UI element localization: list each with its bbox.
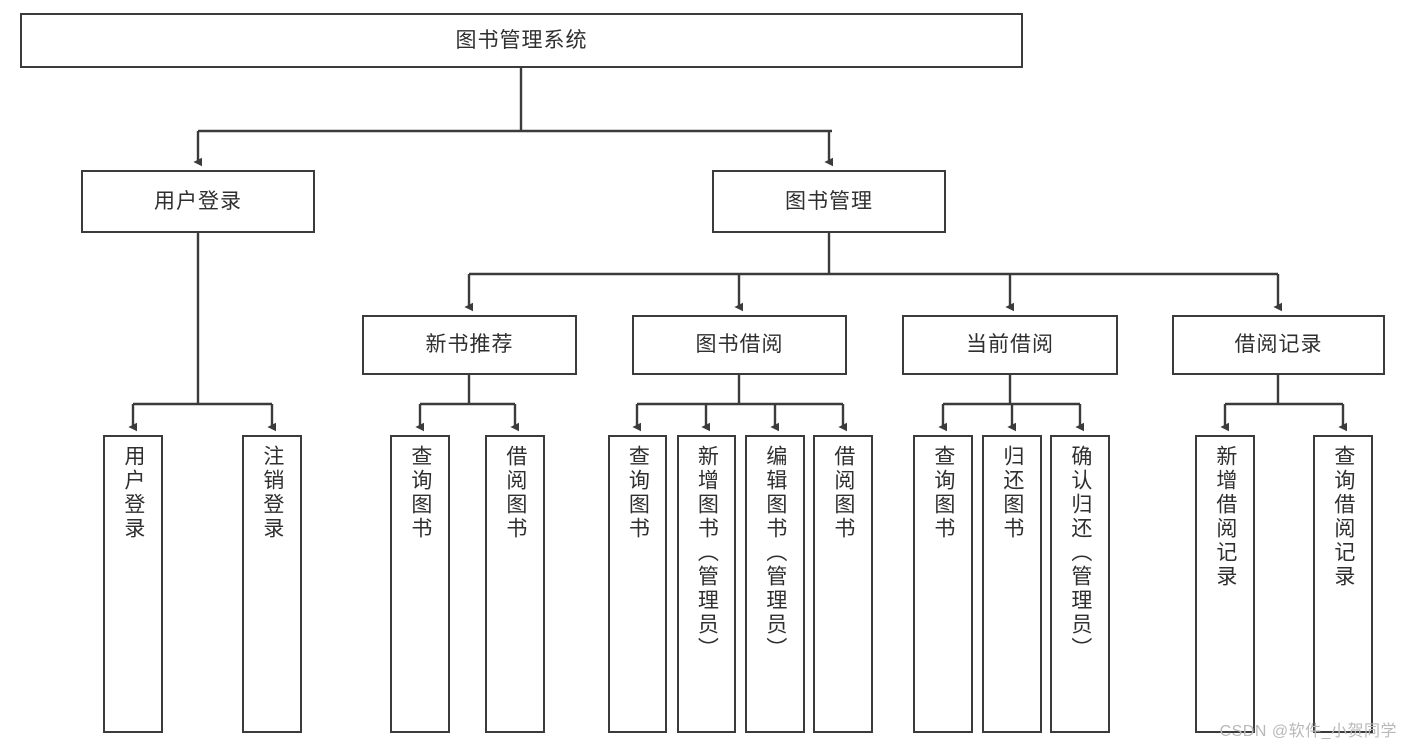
node-book-borrow-label: 图书借阅 [695,333,784,357]
leaf-new-book-query[interactable]: 查询图书 [390,435,450,733]
node-root[interactable]: 图书管理系统 [20,13,1023,68]
leaf-label: 注销登录 [260,445,284,541]
node-user-login-label: 用户登录 [154,189,242,213]
leaf-label: 查询图书 [408,445,432,541]
leaf-label: 借阅图书 [831,445,855,541]
watermark: CSDN @软件_小贺同学 [1219,723,1397,740]
leaf-label: 归还图书 [1000,445,1024,541]
node-borrow-record-label: 借阅记录 [1234,333,1323,357]
node-user-login[interactable]: 用户登录 [81,170,315,233]
node-current-borrow[interactable]: 当前借阅 [902,315,1118,375]
leaf-book-borrow-query[interactable]: 查询图书 [608,435,667,733]
leaf-user-login-signin[interactable]: 用户登录 [103,435,163,733]
leaf-book-borrow-edit[interactable]: 编辑图书（管理员） [745,435,805,733]
leaf-label: 编辑图书（管理员） [763,445,787,661]
leaf-current-borrow-query[interactable]: 查询图书 [913,435,973,733]
leaf-new-book-borrow[interactable]: 借阅图书 [485,435,545,733]
node-book-management-label: 图书管理 [785,189,873,213]
node-book-borrow[interactable]: 图书借阅 [632,315,847,375]
leaf-borrow-record-add[interactable]: 新增借阅记录 [1195,435,1255,733]
leaf-label: 查询图书 [931,445,955,541]
leaf-current-borrow-confirm-return[interactable]: 确认归还（管理员） [1050,435,1110,733]
leaf-borrow-record-query[interactable]: 查询借阅记录 [1313,435,1373,733]
node-current-borrow-label: 当前借阅 [966,333,1054,357]
node-new-book-recommend-label: 新书推荐 [425,333,514,357]
leaf-label: 借阅图书 [503,445,527,541]
leaf-label: 查询借阅记录 [1331,445,1355,589]
leaf-label: 新增图书（管理员） [695,445,719,661]
leaf-label: 确认归还（管理员） [1068,445,1092,661]
leaf-book-borrow-add[interactable]: 新增图书（管理员） [677,435,736,733]
leaf-current-borrow-return[interactable]: 归还图书 [982,435,1042,733]
node-book-management[interactable]: 图书管理 [712,170,946,233]
leaf-user-login-signout[interactable]: 注销登录 [242,435,302,733]
node-root-label: 图书管理系统 [455,28,588,52]
leaf-label: 查询图书 [626,445,650,541]
node-borrow-record[interactable]: 借阅记录 [1172,315,1385,375]
leaf-label: 新增借阅记录 [1213,445,1237,589]
leaf-label: 用户登录 [121,445,145,541]
node-new-book-recommend[interactable]: 新书推荐 [362,315,577,375]
leaf-book-borrow-borrow[interactable]: 借阅图书 [813,435,873,733]
